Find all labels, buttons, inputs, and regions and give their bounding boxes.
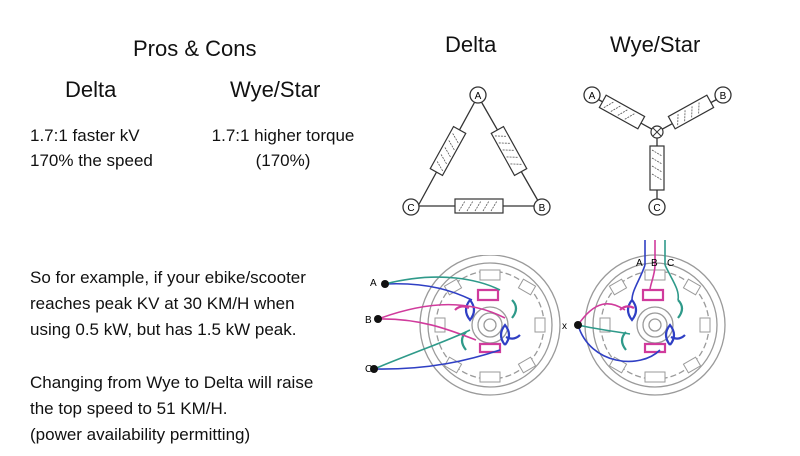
svg-text:x: x — [562, 321, 567, 332]
delta-pro-line-1: 1.7:1 faster kV — [30, 126, 140, 145]
svg-text:C: C — [667, 258, 674, 269]
wye-node-c: C — [648, 198, 666, 216]
coil-c — [649, 145, 665, 191]
svg-text:A: A — [589, 91, 596, 102]
change-line-3: (power availability permitting) — [30, 425, 251, 444]
wye-neutral-point — [650, 125, 664, 139]
svg-text:A: A — [475, 91, 482, 102]
delta-lead-a: A — [370, 278, 389, 289]
svg-text:C: C — [653, 203, 660, 214]
svg-text:C: C — [407, 203, 414, 214]
example-line-1: So for example, if your ebike/scooter — [30, 268, 306, 287]
delta-motor-wiring: A B C — [365, 255, 561, 396]
coil-ac — [429, 125, 467, 177]
wye-motor-wiring: A B C x — [562, 240, 726, 396]
change-line-1: Changing from Wye to Delta will raise — [30, 373, 314, 392]
wye-heading: Wye/Star — [230, 77, 321, 102]
delta-node-b: B — [533, 198, 551, 216]
pros-cons-title: Pros & Cons — [133, 36, 257, 61]
coil-cb — [454, 198, 504, 214]
delta-diagram-title: Delta — [445, 32, 497, 57]
svg-text:B: B — [539, 203, 546, 214]
svg-text:C: C — [365, 364, 372, 375]
delta-schematic: A C B — [402, 86, 551, 216]
example-line-3: using 0.5 kW, but has 1.5 kW peak. — [30, 320, 297, 339]
wye-pro-line-1: 1.7:1 higher torque — [211, 126, 355, 145]
delta-node-c: C — [402, 198, 420, 216]
example-line-2: reaches peak KV at 30 KM/H when — [30, 294, 295, 313]
svg-text:A: A — [370, 278, 377, 289]
change-line-2: the top speed to 51 KM/H. — [30, 399, 228, 418]
svg-text:B: B — [651, 258, 658, 269]
wye-pro-line-2: (170%) — [255, 151, 311, 170]
wye-node-b: B — [714, 86, 732, 104]
svg-text:B: B — [365, 315, 372, 326]
wye-neutral-lead: x — [562, 321, 582, 332]
delta-pro-line-2: 170% the speed — [30, 151, 153, 170]
coil-b — [667, 94, 715, 130]
wye-lead-labels: A B C — [636, 258, 674, 269]
coil-ab — [490, 125, 528, 177]
wye-node-a: A — [583, 86, 601, 104]
svg-text:A: A — [636, 258, 643, 269]
delta-heading: Delta — [65, 77, 117, 102]
wye-schematic: A B C — [583, 86, 732, 216]
svg-text:B: B — [720, 91, 727, 102]
coil-a — [598, 94, 646, 130]
delta-node-a: A — [469, 86, 487, 104]
wye-diagram-title: Wye/Star — [610, 32, 701, 57]
delta-lead-c: C — [365, 364, 378, 375]
delta-lead-b: B — [365, 315, 382, 326]
